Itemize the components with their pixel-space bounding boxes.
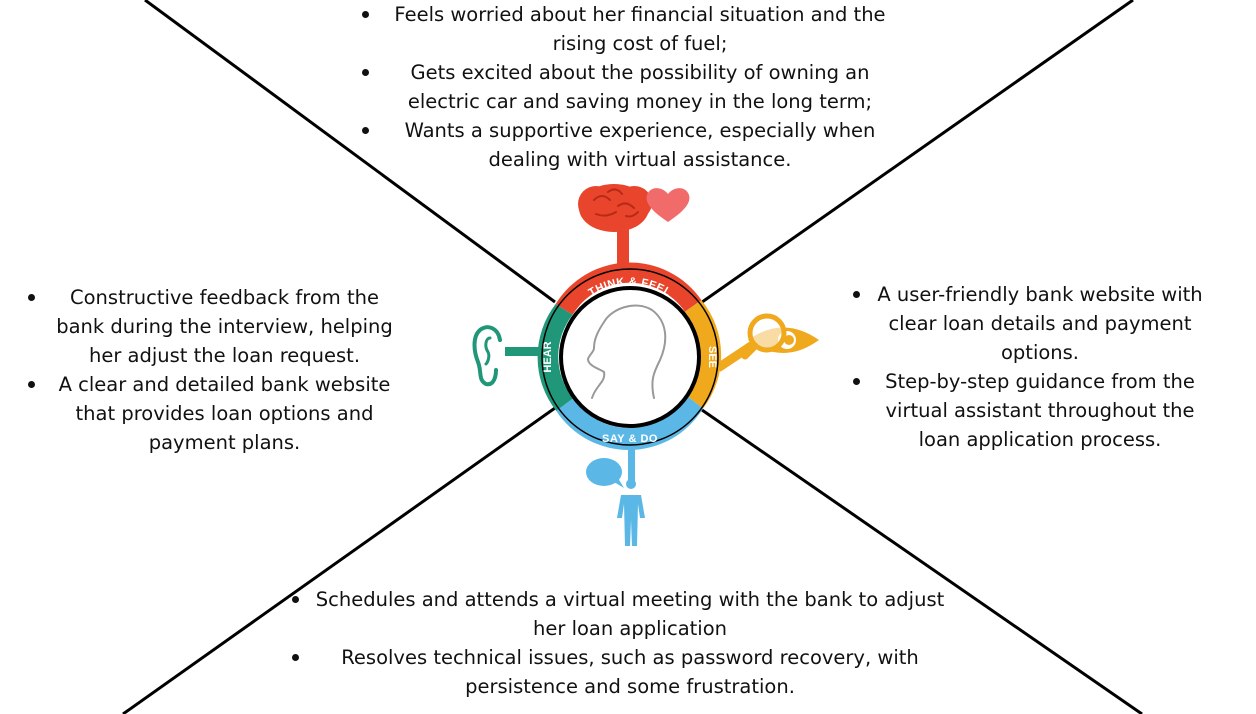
head-profile-icon xyxy=(586,304,667,399)
list-item: Schedules and attends a virtual meeting … xyxy=(285,585,975,643)
say-do-connector xyxy=(628,440,635,482)
say-do-label: SAY & DO xyxy=(602,433,658,445)
brain-icon xyxy=(578,184,652,232)
hear-label: HEAR xyxy=(542,341,554,372)
divider-line-bottom-left xyxy=(122,406,556,714)
speech-bubble-icon xyxy=(586,458,624,488)
list-item: Wants a supportive experience, especiall… xyxy=(355,116,935,174)
hear-connector xyxy=(505,347,541,356)
think-feel-connector xyxy=(617,226,629,266)
list-item: Feels worried about her financial situat… xyxy=(355,0,935,58)
list-item: Constructive feedback from the bank duri… xyxy=(22,283,397,370)
ear-icon xyxy=(472,325,502,387)
see-label: SEE xyxy=(706,346,718,368)
divider-line-top-right xyxy=(694,0,1134,309)
divider-line-top-left xyxy=(144,0,556,304)
person-icon xyxy=(617,479,645,546)
list-item: Gets excited about the possibility of ow… xyxy=(355,58,935,116)
see-list: A user-friendly bank website with clear … xyxy=(845,280,1205,454)
divider-line-bottom-right xyxy=(701,408,1143,714)
say-do-list: Schedules and attends a virtual meeting … xyxy=(285,585,975,701)
list-item: A clear and detailed bank website that p… xyxy=(22,370,397,457)
list-item: Step-by-step guidance from the virtual a… xyxy=(845,367,1205,454)
list-item: Resolves technical issues, such as passw… xyxy=(285,643,975,701)
think-feel-list: Feels worried about her financial situat… xyxy=(355,0,935,174)
center-ring xyxy=(537,262,722,451)
hear-list: Constructive feedback from the bank duri… xyxy=(22,283,397,457)
magnifier-icon xyxy=(741,313,787,360)
heart-icon xyxy=(646,188,690,222)
list-item: A user-friendly bank website with clear … xyxy=(845,280,1205,367)
